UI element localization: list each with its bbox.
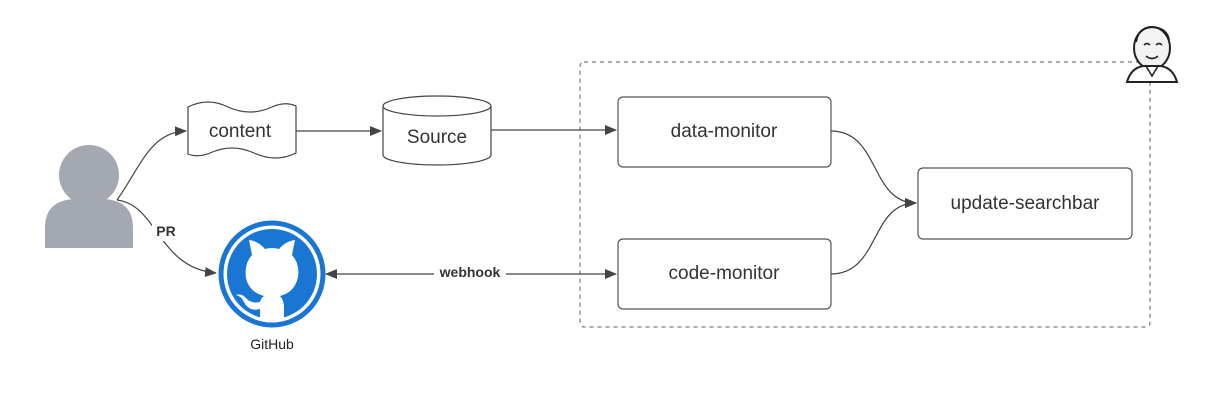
- source-label: Source: [407, 127, 467, 148]
- update-searchbar-label: update-searchbar: [951, 193, 1101, 214]
- webhook-label: webhook: [439, 264, 501, 280]
- edge-user-content: [116, 126, 187, 201]
- jenkins-butler-icon: [1125, 25, 1179, 83]
- github-octocat-icon: [218, 220, 326, 328]
- pr-label-bg: [152, 221, 180, 241]
- edge-datamonitor-update: [830, 130, 917, 208]
- content-node: content: [187, 101, 297, 159]
- webhook-label-bg: [434, 263, 506, 281]
- code-monitor-node: code-monitor: [617, 238, 832, 310]
- jenkins-group-boundary: [579, 61, 1151, 328]
- edge-codemonitor-update: [830, 198, 917, 275]
- pr-label: PR: [156, 223, 175, 239]
- data-monitor-label: data-monitor: [671, 121, 778, 142]
- github-label: GitHub: [250, 336, 294, 352]
- code-monitor-label: code-monitor: [669, 263, 781, 284]
- update-searchbar-node: update-searchbar: [917, 167, 1133, 240]
- data-monitor-node: data-monitor: [617, 96, 832, 168]
- source-node: Source: [382, 95, 492, 166]
- content-label: content: [209, 121, 272, 142]
- person-icon: [45, 145, 133, 248]
